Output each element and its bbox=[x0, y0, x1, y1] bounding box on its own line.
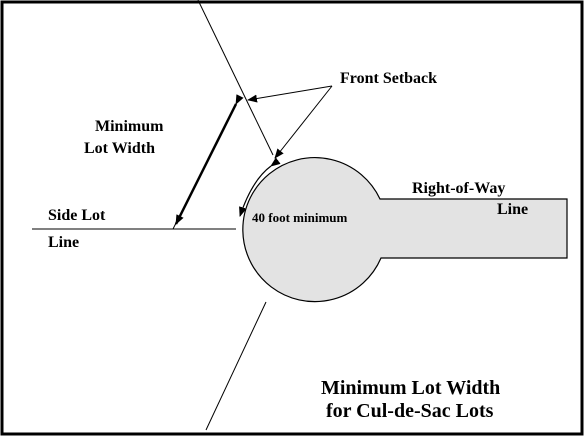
side-lot-line-label-line2: Line bbox=[48, 234, 79, 251]
front-setback-label: Front Setback bbox=[340, 70, 437, 87]
forty-foot-minimum-arc bbox=[239, 157, 281, 217]
front-setback-leader-lower bbox=[274, 85, 333, 159]
minimum-lot-width-dimension-arrow bbox=[174, 94, 244, 225]
right-of-way-label-line2: Line bbox=[497, 201, 528, 218]
diagram-title-line2: for Cul-de-Sac Lots bbox=[326, 400, 494, 422]
lower-side-lot-line bbox=[205, 301, 267, 431]
minimum-lot-width-label-line2: Lot Width bbox=[84, 140, 155, 157]
right-of-way-label-line1: Right-of-Way bbox=[412, 180, 505, 197]
upper-side-lot-line bbox=[197, 0, 274, 156]
front-setback-leader-upper bbox=[247, 85, 333, 103]
minimum-lot-width-label-line1: Minimum bbox=[95, 118, 164, 135]
forty-foot-minimum-label: 40 foot minimum bbox=[252, 210, 348, 225]
cul-de-sac-shape bbox=[242, 157, 568, 303]
side-lot-line-label-line1: Side Lot bbox=[48, 207, 106, 224]
diagram-title-line1: Minimum Lot Width bbox=[321, 377, 500, 399]
